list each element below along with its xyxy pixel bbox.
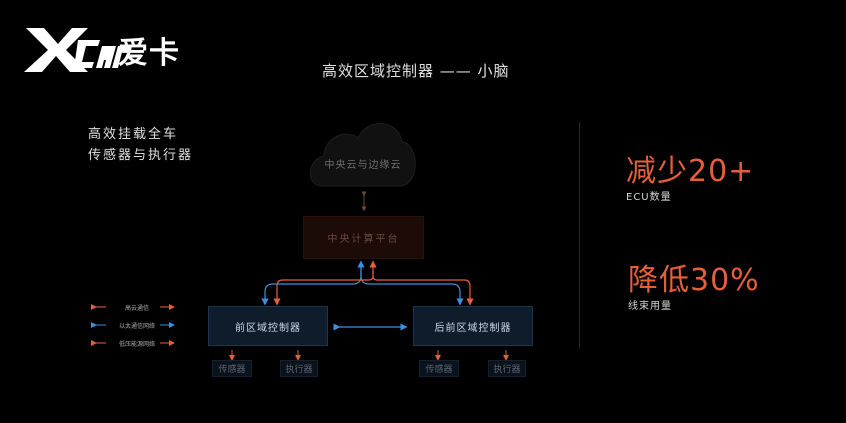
legend-item-power: 低压能源网络 (118, 341, 155, 348)
power-link-right (372, 275, 474, 306)
rear-zone-controller: 后前区域控制器 (413, 306, 533, 346)
ethernet-link-left (261, 266, 362, 306)
front-sensor: 传感器 (212, 360, 252, 377)
stat-ecu-label: ECU数量 (626, 192, 672, 203)
description-line-1: 高效挂载全车 (88, 127, 179, 142)
front-actuator: 执行器 (280, 360, 318, 377)
stat-harness-value: 降低30% (628, 263, 760, 298)
power-link-left (273, 270, 374, 306)
legend-arrows (91, 304, 175, 346)
cloud-label: 中央云与边缘云 (324, 160, 402, 171)
description: 高效挂载全车 传感器与执行器 (88, 124, 193, 166)
page-title: 高效区域控制器 —— 小脑 (322, 62, 510, 80)
description-line-2: 传感器与执行器 (88, 148, 194, 163)
rear-actuator: 执行器 (488, 360, 526, 377)
front-zone-controller: 前区域控制器 (208, 306, 328, 346)
divider (579, 122, 580, 348)
cloud-shape (309, 123, 416, 187)
stat-ecu-value: 减少20+ (626, 154, 755, 189)
central-computing-platform: 中央计算平台 (303, 216, 424, 259)
xcar-logo-icon (24, 28, 130, 72)
stat-harness-label: 线束用量 (628, 301, 672, 312)
rear-sensor: 传感器 (419, 360, 459, 377)
legend-item-cloud: 高云通信 (124, 305, 149, 312)
logo-brand: 爱卡 (118, 36, 180, 71)
legend-item-ethernet: 以太通信网络 (118, 323, 155, 330)
